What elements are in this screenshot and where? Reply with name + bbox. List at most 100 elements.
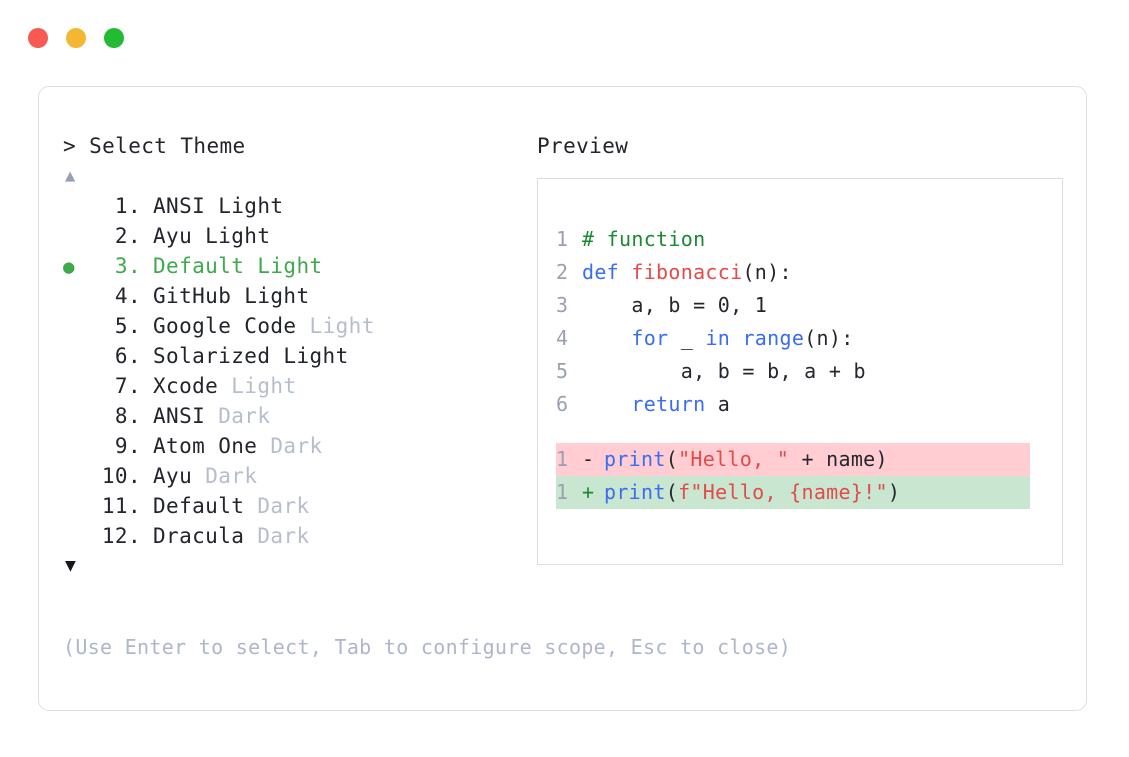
scroll-down-icon[interactable]: ▼: [65, 555, 76, 576]
code-line-text: def fibonacci(n):: [582, 256, 792, 289]
diff-line-del: 1-print("Hello, " + name): [556, 443, 1030, 476]
theme-item-index: 12.: [101, 524, 141, 548]
diff-marker: +: [582, 480, 595, 504]
theme-item-name: GitHub Light: [153, 284, 310, 308]
theme-item-variant: Light: [309, 314, 375, 338]
theme-item-name: Default Light: [153, 254, 323, 278]
theme-item-name: ANSI Light: [153, 194, 284, 218]
theme-item-variant: Dark: [205, 464, 258, 488]
theme-list-item[interactable]: 1. ANSI Light: [63, 191, 533, 221]
theme-list-item[interactable]: 12. Dracula Dark: [63, 521, 533, 551]
maximize-window-icon[interactable]: [104, 28, 124, 48]
code-token: (: [665, 447, 679, 471]
line-number: 2: [556, 260, 569, 284]
code-token: for: [631, 326, 669, 350]
theme-item-name: Ayu: [153, 464, 206, 488]
code-token: (: [665, 480, 679, 504]
code-line-text: a, b = 0, 1: [582, 289, 767, 322]
bullet-placeholder: [63, 462, 93, 492]
theme-item-index: 7.: [114, 374, 141, 398]
theme-item-index: 5.: [114, 314, 141, 338]
code-line-text: # function: [582, 223, 705, 256]
select-theme-prompt: > Select Theme: [63, 134, 246, 158]
line-number: 3: [556, 293, 569, 317]
bullet-placeholder: [63, 372, 93, 402]
bullet-placeholder: [63, 522, 93, 552]
preview-title: Preview: [537, 134, 629, 158]
theme-item-index: 4.: [114, 284, 141, 308]
code-token: a, b = 0, 1: [582, 293, 768, 317]
diff-line-text: print("Hello, " + name): [604, 443, 888, 476]
theme-item-name: Atom One: [153, 434, 271, 458]
theme-list-item[interactable]: 2.Ayu Light: [63, 221, 533, 251]
theme-item-name: Solarized Light: [153, 344, 349, 368]
diff-line-add: 1 + print(f"Hello, {name}!"): [556, 476, 1030, 509]
theme-picker-card: > Select Theme ▲ 1. ANSI Light 2.Ayu Ligh…: [38, 86, 1087, 711]
code-token: (n):: [804, 326, 854, 350]
line-number: 1: [556, 447, 569, 471]
theme-item-index: 6.: [114, 344, 141, 368]
theme-item-index: 1.: [114, 194, 141, 218]
keyboard-hint: (Use Enter to select, Tab to configure s…: [63, 635, 792, 659]
theme-list-item[interactable]: 5. Google Code Light: [63, 311, 533, 341]
code-line: 3 a, b = 0, 1: [556, 289, 1062, 322]
minimize-window-icon[interactable]: [66, 28, 86, 48]
code-line: 5 a, b = b, a + b: [556, 355, 1062, 388]
diff-line-text: print(f"Hello, {name}!"): [604, 476, 900, 509]
theme-list-item[interactable]: 4. GitHub Light: [63, 281, 533, 311]
line-number: 5: [556, 359, 569, 383]
diff-marker: -: [582, 447, 595, 471]
theme-item-name: Default: [153, 494, 258, 518]
code-token: fibonacci: [631, 260, 743, 284]
theme-list-item[interactable]: 7. Xcode Light: [63, 371, 533, 401]
theme-item-name: Ayu Light: [153, 224, 271, 248]
theme-item-variant: Dark: [257, 524, 310, 548]
theme-item-index: 11.: [101, 494, 141, 518]
theme-item-variant: Dark: [257, 494, 310, 518]
theme-list-item[interactable]: 11. Default Dark: [63, 491, 533, 521]
code-token: print: [604, 480, 666, 504]
diff-sample: 1-print("Hello, " + name)1+print(f"Hello…: [538, 443, 1062, 509]
line-number: 4: [556, 326, 569, 350]
code-token: [582, 392, 631, 416]
selected-bullet-icon: ●: [63, 256, 75, 278]
theme-list-item[interactable]: 10. Ayu Dark: [63, 461, 533, 491]
theme-list: 1. ANSI Light 2.Ayu Light●3.Default Light…: [63, 191, 533, 551]
code-token: in: [705, 326, 731, 350]
code-line-text: return a: [582, 388, 730, 421]
theme-item-index: 10.: [101, 464, 141, 488]
code-token: print: [604, 447, 666, 471]
theme-list-item[interactable]: 9.Atom One Dark: [63, 431, 533, 461]
theme-item-variant: Dark: [270, 434, 323, 458]
bullet-placeholder: [63, 192, 93, 222]
code-token: [730, 326, 742, 350]
code-token: + name): [789, 447, 888, 471]
bullet-placeholder: [63, 402, 93, 432]
close-window-icon[interactable]: [28, 28, 48, 48]
theme-list-item[interactable]: ●3.Default Light: [63, 251, 533, 281]
code-line-text: a, b = b, a + b: [582, 355, 866, 388]
bullet-placeholder: [63, 432, 93, 462]
theme-list-item[interactable]: 8.ANSI Dark: [63, 401, 533, 431]
code-token: def: [582, 260, 632, 284]
theme-picker-column: > Select Theme ▲ 1. ANSI Light 2.Ayu Ligh…: [63, 131, 533, 581]
theme-item-variant: Light: [231, 374, 297, 398]
theme-list-item[interactable]: 6. Solarized Light: [63, 341, 533, 371]
scroll-up-icon[interactable]: ▲: [65, 166, 76, 186]
code-token: (n):: [742, 260, 792, 284]
code-token: range: [742, 326, 805, 350]
code-token: [582, 326, 631, 350]
theme-item-name: ANSI: [153, 404, 219, 428]
window-traffic-lights: [28, 28, 124, 48]
line-number: 1: [556, 480, 569, 504]
theme-item-name: Xcode: [153, 374, 232, 398]
theme-item-name: Google Code: [153, 314, 310, 338]
code-token: a: [705, 392, 731, 416]
code-line: 4 for _ in range(n):: [556, 322, 1062, 355]
code-line: 2 def fibonacci(n):: [556, 256, 1062, 289]
theme-item-name: Dracula: [153, 524, 258, 548]
